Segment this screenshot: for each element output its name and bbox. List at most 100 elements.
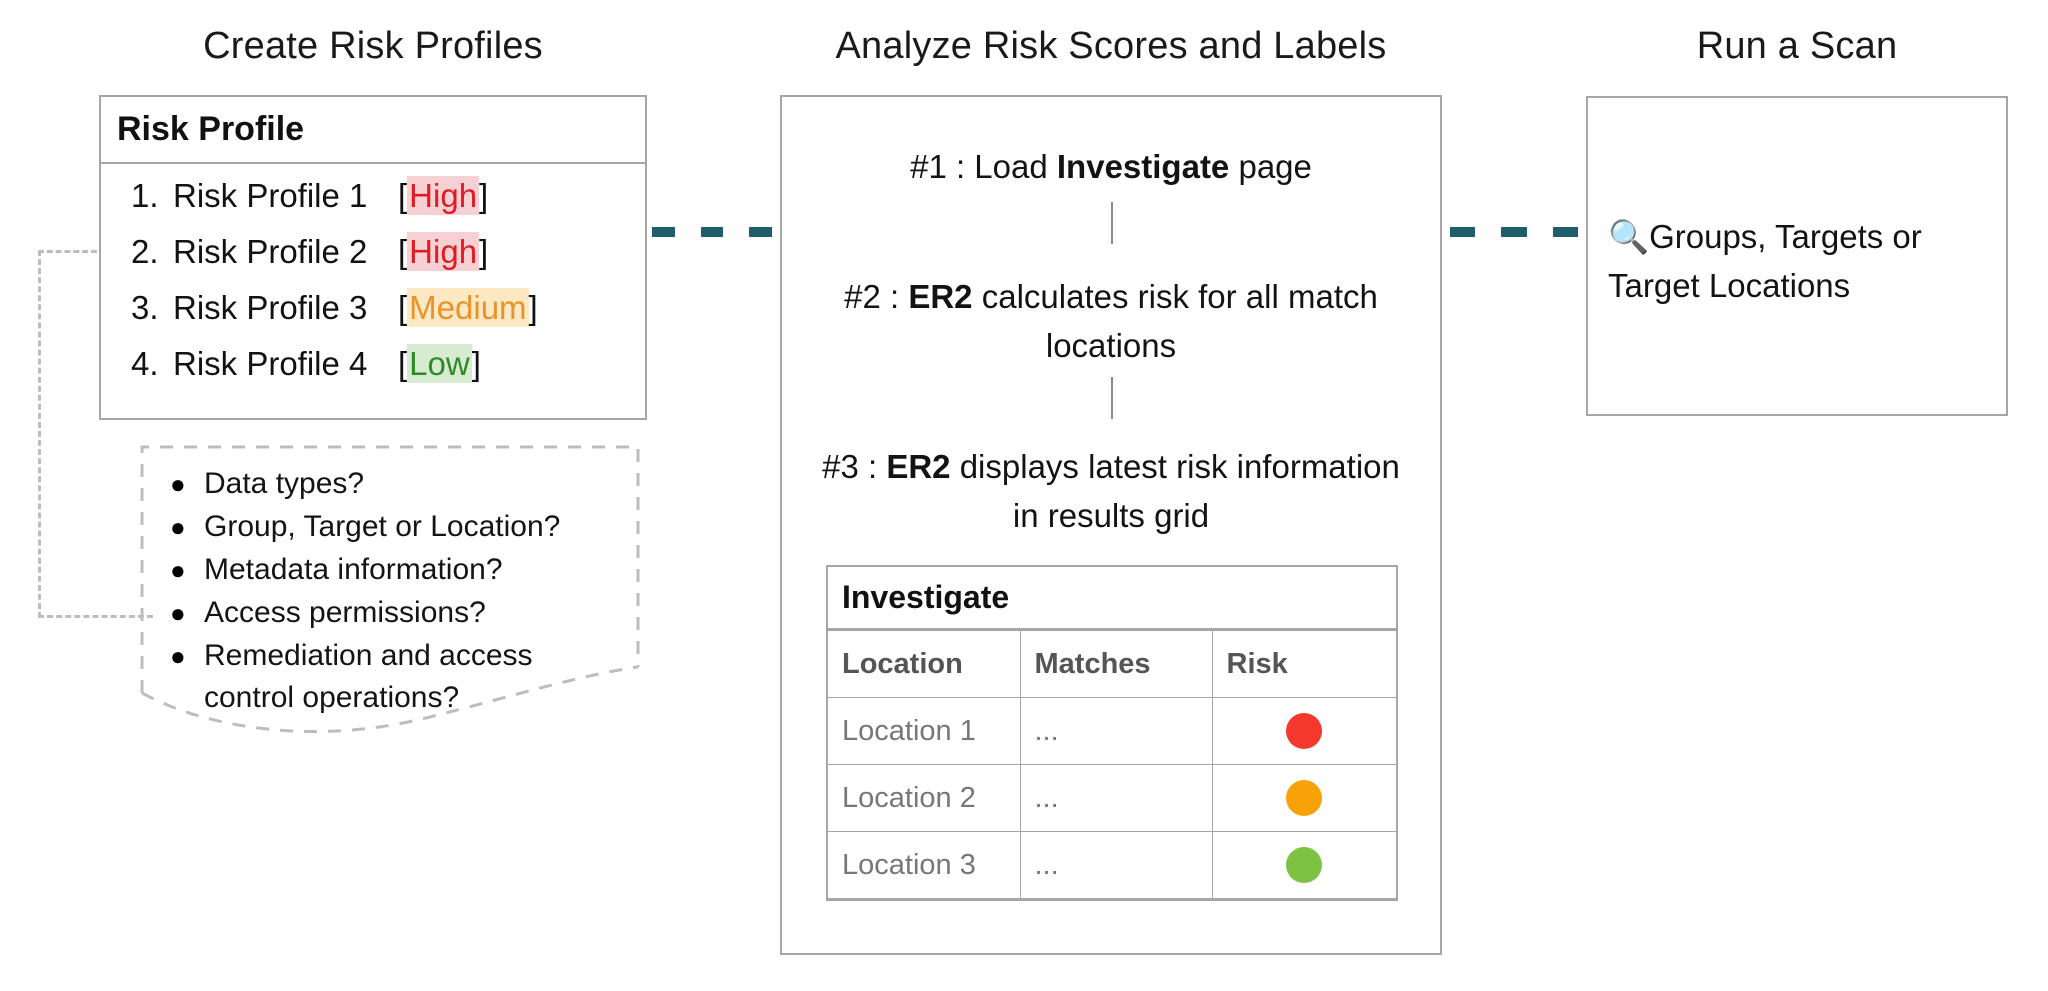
bullet-icon: ● xyxy=(170,641,186,671)
bracket-close: ] xyxy=(479,177,489,214)
list-item: ● Group, Target or Location? xyxy=(170,506,630,548)
risk-profile-index: 1. xyxy=(131,177,159,214)
callout-item-label: Data types? xyxy=(204,467,365,500)
leader-line-vertical-segment xyxy=(38,250,41,618)
risk-profile-index: 2. xyxy=(131,233,159,270)
list-item: ● Data types? xyxy=(170,463,630,505)
table-header-row: Location Matches Risk xyxy=(828,630,1396,698)
risk-profile-severity: [High] xyxy=(398,232,489,271)
risk-profile-card-header: Risk Profile xyxy=(101,97,645,164)
connector-middle-to-right xyxy=(1450,227,1578,237)
flow-step-2: #2 : ER2 calculates risk for all match l… xyxy=(782,272,1440,370)
severity-label: Low xyxy=(407,344,472,383)
risk-profile-name: Risk Profile 2 xyxy=(173,233,368,270)
list-item: ● Access permissions? xyxy=(170,592,630,634)
cell-location: Location 3 xyxy=(828,831,1021,899)
list-item[interactable]: 2. Risk Profile 2 [High] xyxy=(101,232,645,289)
cell-matches: ... xyxy=(1019,764,1213,832)
analyze-flow-panel: #1 : Load Investigate page #2 : ER2 calc… xyxy=(780,95,1442,955)
flow-step-2-emphasis: ER2 xyxy=(908,278,973,315)
flow-step-2-suffix: calculates risk for all match locations xyxy=(972,278,1378,364)
flow-connector-tick-2 xyxy=(1111,377,1113,419)
cell-location: Location 2 xyxy=(828,764,1021,832)
risk-profile-card: Risk Profile 1. Risk Profile 1 [High] 2.… xyxy=(99,95,647,420)
risk-profile-severity: [High] xyxy=(398,176,489,215)
risk-profile-index: 3. xyxy=(131,289,159,326)
scan-target-description: 🔍Groups, Targets or Target Locations xyxy=(1608,212,1990,310)
risk-profile-card-title: Risk Profile xyxy=(117,110,305,148)
list-item[interactable]: 3. Risk Profile 3 [Medium] xyxy=(101,288,645,345)
dash-segment xyxy=(652,227,675,237)
column-header-location[interactable]: Location xyxy=(828,630,1021,698)
cell-risk xyxy=(1211,764,1396,832)
investigate-grid-title: Investigate xyxy=(828,567,1396,630)
run-a-scan-panel: 🔍Groups, Targets or Target Locations xyxy=(1586,96,2008,416)
flow-step-2-prefix: #2 : xyxy=(844,278,909,315)
bullet-icon: ● xyxy=(170,469,186,499)
list-item: ● Remediation and access control operati… xyxy=(170,635,630,719)
risk-indicator-low-icon xyxy=(1286,847,1323,883)
investigate-results-grid: Investigate Location Matches Risk Locati… xyxy=(826,565,1398,901)
callout-leader-line xyxy=(30,250,153,620)
bracket-open: [ xyxy=(398,233,408,270)
risk-profile-name: Risk Profile 4 xyxy=(173,345,368,382)
flow-step-1-suffix: page xyxy=(1229,148,1312,185)
column-header-matches[interactable]: Matches xyxy=(1019,630,1213,698)
callout-item-label: Access permissions? xyxy=(204,596,486,629)
bracket-close: ] xyxy=(528,289,538,326)
connector-left-to-middle xyxy=(652,227,773,237)
column-title-analyze-risk-scores: Analyze Risk Scores and Labels xyxy=(835,25,1387,67)
bullet-icon: ● xyxy=(170,598,186,628)
severity-label: Medium xyxy=(407,288,529,327)
column-title-create-risk-profiles: Create Risk Profiles xyxy=(203,25,543,67)
bracket-open: [ xyxy=(398,289,408,326)
dash-segment xyxy=(700,227,724,237)
flow-step-1: #1 : Load Investigate page xyxy=(782,142,1440,191)
column-title-run-a-scan: Run a Scan xyxy=(1696,25,1898,67)
risk-profile-severity: [Low] xyxy=(398,344,481,383)
dash-segment xyxy=(1552,227,1578,237)
risk-profile-name: Risk Profile 3 xyxy=(173,289,368,326)
cell-risk xyxy=(1211,831,1396,899)
risk-profile-questions-callout: ● Data types? ● Group, Target or Locatio… xyxy=(140,445,640,745)
callout-item-label: Metadata information? xyxy=(204,553,503,586)
risk-indicator-high-icon xyxy=(1286,713,1323,749)
flow-step-3: #3 : ER2 displays latest risk informatio… xyxy=(782,442,1440,540)
scan-target-label: Groups, Targets or Target Locations xyxy=(1608,218,1922,304)
bullet-icon: ● xyxy=(170,555,186,585)
cell-matches: ... xyxy=(1019,831,1213,899)
callout-item-label: Remediation and access control operation… xyxy=(204,639,533,714)
table-row[interactable]: Location 2 ... xyxy=(828,764,1396,832)
leader-line-bottom-segment xyxy=(38,615,153,618)
bracket-close: ] xyxy=(479,233,489,270)
list-item: ● Metadata information? xyxy=(170,549,630,591)
cell-location: Location 1 xyxy=(828,697,1021,765)
risk-profile-name: Risk Profile 1 xyxy=(173,177,368,214)
flow-connector-tick-1 xyxy=(1111,202,1113,244)
risk-profile-severity: [Medium] xyxy=(398,288,538,327)
leader-line-top-segment xyxy=(38,250,150,253)
severity-label: High xyxy=(407,176,480,215)
risk-profile-list: 1. Risk Profile 1 [High] 2. Risk Profile… xyxy=(101,164,645,401)
cell-matches: ... xyxy=(1019,697,1213,765)
list-item[interactable]: 4. Risk Profile 4 [Low] xyxy=(101,344,645,401)
flow-step-1-emphasis: Investigate xyxy=(1056,148,1230,185)
table-row[interactable]: Location 3 ... xyxy=(828,831,1396,899)
table-row[interactable]: Location 1 ... xyxy=(828,697,1396,765)
list-item[interactable]: 1. Risk Profile 1 [High] xyxy=(101,176,645,233)
flow-step-1-prefix: #1 : Load xyxy=(910,148,1057,185)
risk-profile-index: 4. xyxy=(131,345,159,382)
flow-step-3-suffix: displays latest risk information in resu… xyxy=(950,448,1400,534)
bracket-open: [ xyxy=(398,345,408,382)
bullet-icon: ● xyxy=(170,512,186,542)
bracket-close: ] xyxy=(471,345,481,382)
flow-step-3-prefix: #3 : xyxy=(822,448,887,485)
callout-question-list: ● Data types? ● Group, Target or Locatio… xyxy=(170,463,630,720)
bracket-open: [ xyxy=(398,177,408,214)
cell-risk xyxy=(1211,697,1396,765)
column-header-risk[interactable]: Risk xyxy=(1211,630,1396,698)
magnifying-glass-icon: 🔍 xyxy=(1608,218,1650,255)
callout-torn-border xyxy=(140,445,640,733)
risk-indicator-medium-icon xyxy=(1286,780,1323,816)
investigate-table: Location Matches Risk Location 1 ... Loc… xyxy=(828,630,1396,899)
